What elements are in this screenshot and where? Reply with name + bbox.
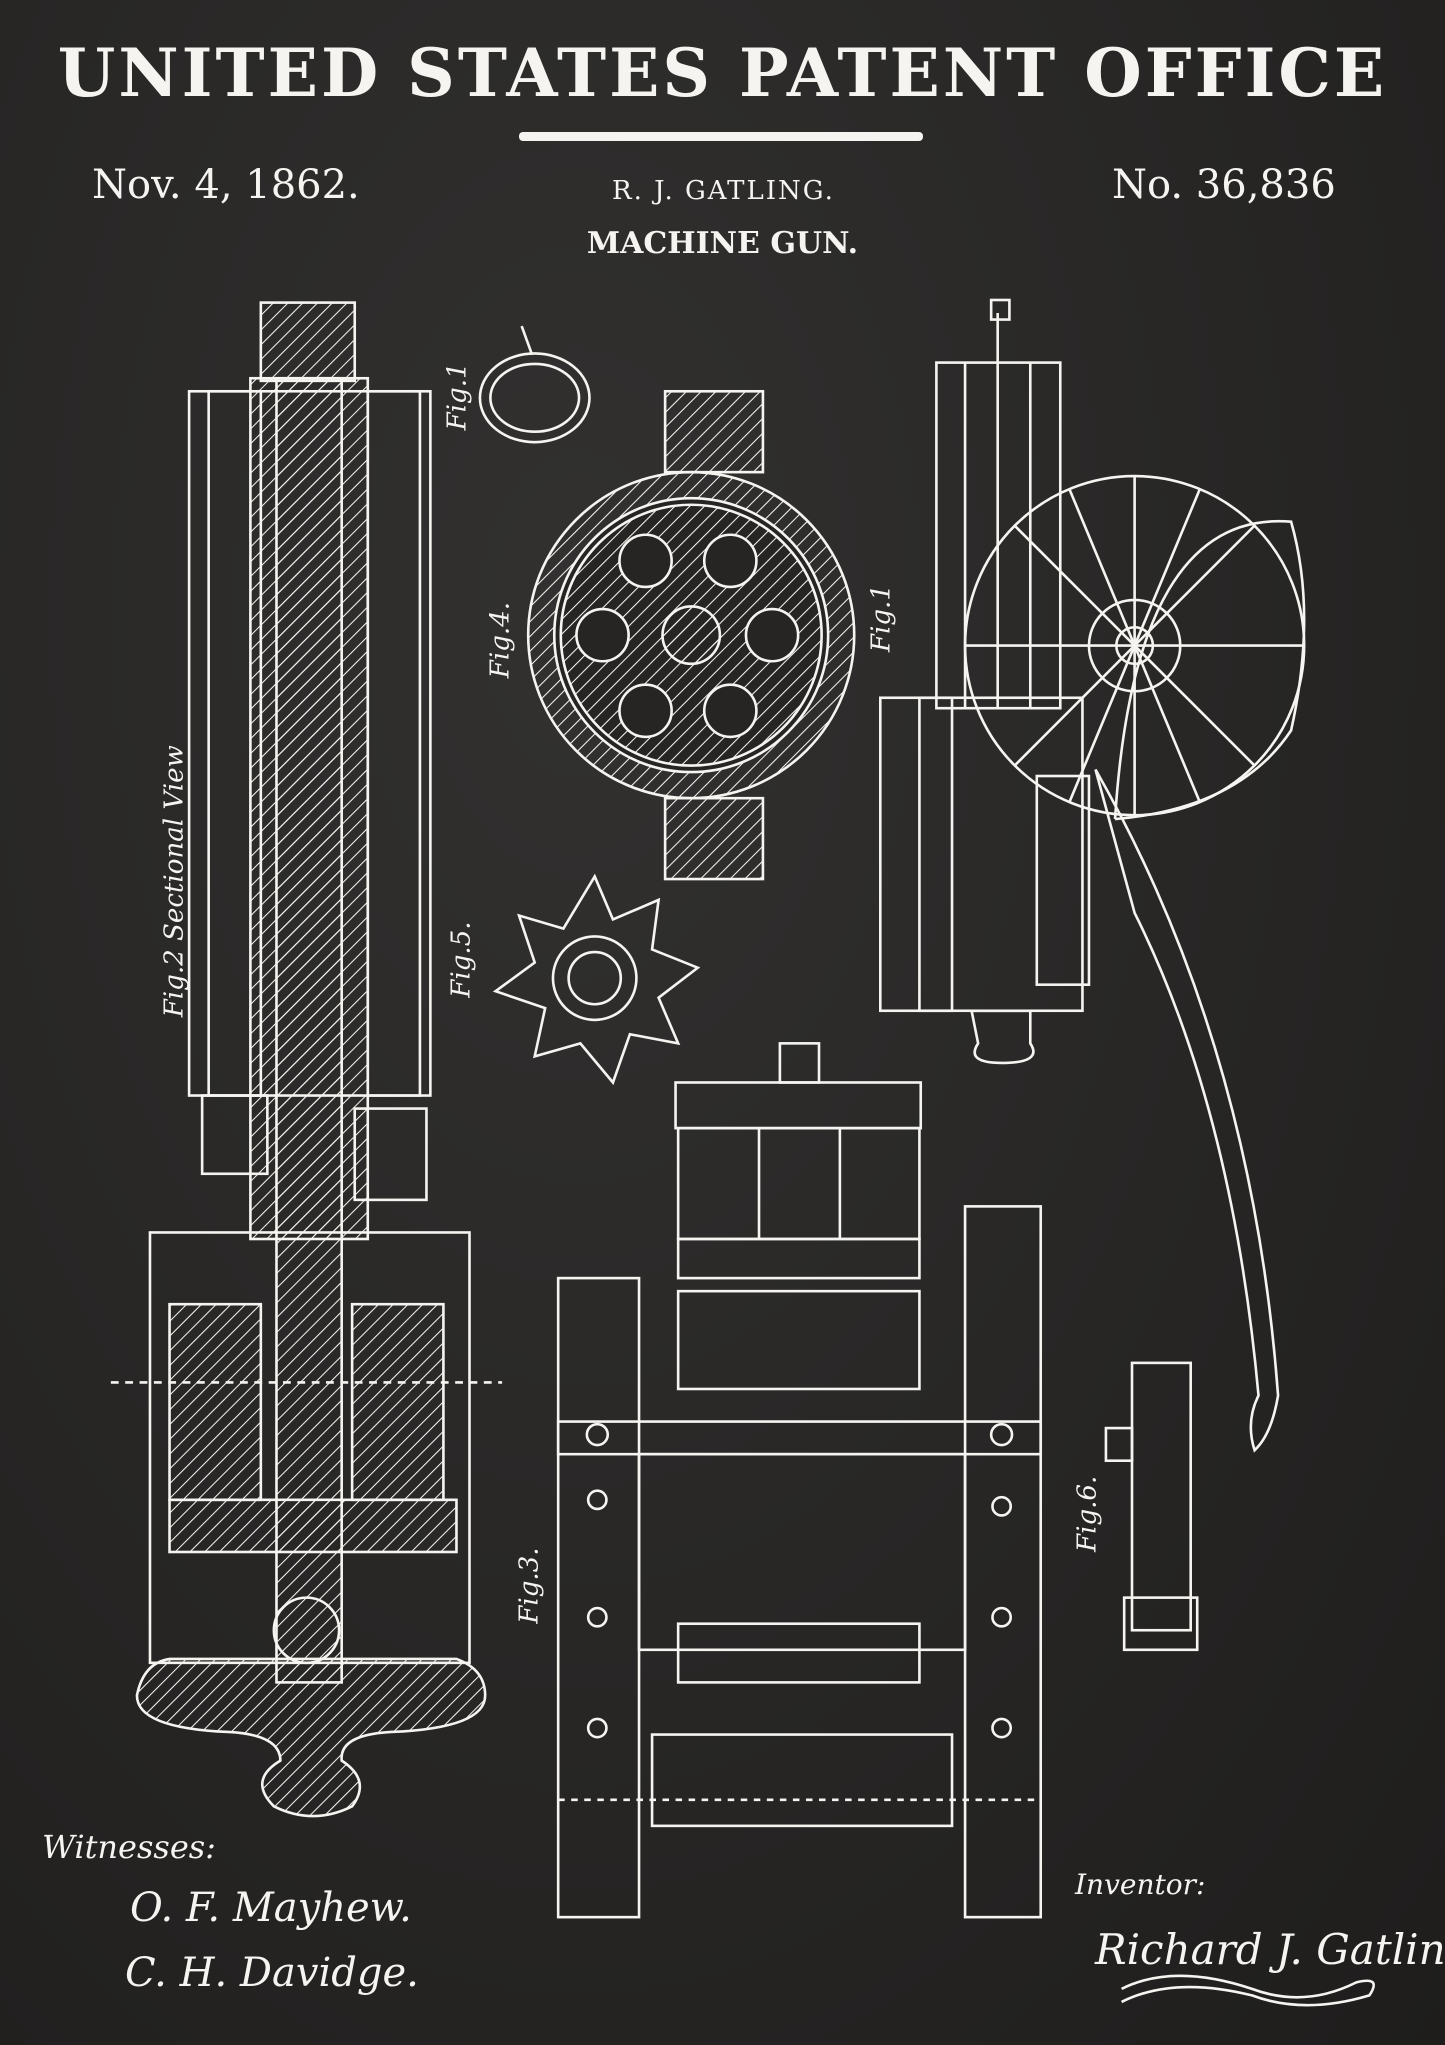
page-title: UNITED STATES PATENT OFFICE: [57, 34, 1388, 112]
fig2-sectional-view: Fig.2 Sectional View: [110, 301, 503, 1818]
fig1-ring: Fig.1: [443, 325, 591, 444]
fig3-frame-view: Fig.3.: [514, 1042, 1043, 1919]
patent-subject: MACHINE GUN.: [586, 226, 859, 261]
witness-signature-1: O. F. Mayhew.: [130, 1885, 412, 1931]
fig1-label: Fig.1: [443, 362, 473, 431]
fig3-label: Fig.3.: [514, 1547, 544, 1624]
patent-date: Nov. 4, 1862.: [92, 162, 360, 208]
patent-number: No. 36,836: [1112, 162, 1336, 208]
inventor-signature: Richard J. Gatling: [1095, 1925, 1445, 1974]
title-underline: [519, 132, 923, 141]
signature-flourish: [1120, 1974, 1375, 2007]
gun-side-view: Fig.1: [866, 298, 1306, 1453]
fig4-label: Fig.4.: [486, 602, 516, 679]
fig4-cross-section: Fig.4.: [486, 389, 856, 881]
fig6-label: Fig.6.: [1072, 1476, 1102, 1553]
fig2-label: Fig.2 Sectional View: [160, 745, 190, 1018]
fig5-star-wheel: Fig.5.: [446, 873, 701, 1086]
fig1-side-label: Fig.1: [866, 584, 896, 653]
inventor-label: Inventor:: [1075, 1868, 1206, 1901]
inventor-name: R. J. GATLING.: [612, 176, 835, 206]
witness-signature-2: C. H. Davidge.: [125, 1950, 419, 1996]
fig6-cartridge: Fig.6.: [1072, 1361, 1199, 1652]
witnesses-label: Witnesses:: [42, 1828, 216, 1866]
fig5-label: Fig.5.: [446, 921, 476, 998]
